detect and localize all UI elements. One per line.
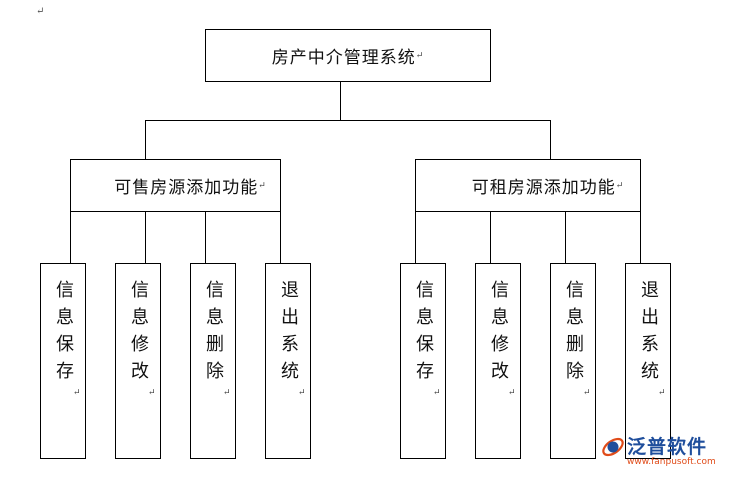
paragraph-mark: ↵ [583, 388, 591, 398]
leaf-node-sale-delete: 信息删除 [190, 263, 236, 459]
leaf-node-rent-edit: 信息修改 [475, 263, 521, 459]
connector-right-child-2 [490, 211, 491, 264]
leaf-node-label: 信息保存 [413, 280, 434, 388]
connector-left-child-1 [70, 211, 71, 264]
leaf-node-rent-save: 信息保存 [400, 263, 446, 459]
leaf-node-label: 信息删除 [563, 280, 584, 388]
leaf-node-label: 信息修改 [128, 280, 149, 388]
paragraph-mark: ↵ [658, 388, 666, 398]
leaf-node-label: 信息修改 [488, 280, 509, 388]
leaf-node-label: 退出系统 [278, 280, 299, 388]
leaf-node-sale-edit: 信息修改 [115, 263, 161, 459]
paragraph-mark: ↵ [415, 50, 425, 61]
leaf-node-label: 信息删除 [203, 280, 224, 388]
root-node: 房产中介管理系统↵ [205, 29, 491, 82]
leaf-node-label: 退出系统 [638, 280, 659, 388]
watermark-name: 泛普软件 [627, 436, 708, 458]
connector-right-branch [550, 120, 551, 160]
watermark-logo: 泛普软件 www.fanpusoft.com [600, 432, 726, 472]
connector-right-child-1 [415, 211, 416, 264]
paragraph-mark: ↵ [73, 388, 81, 398]
leaf-node-sale-save: 信息保存 [40, 263, 86, 459]
connector-right-child-4 [640, 211, 641, 264]
fanpu-logo-icon [602, 437, 624, 457]
branch-node-rent: 可租房源添加功能↵ [415, 159, 641, 212]
leaf-node-rent-delete: 信息删除 [550, 263, 596, 459]
branch-node-label: 可售房源添加功能 [114, 178, 259, 198]
paragraph-mark: ↵ [615, 180, 625, 191]
paragraph-mark: ↵ [508, 388, 516, 398]
branch-node-sale: 可售房源添加功能↵ [70, 159, 281, 212]
connector-root-down [340, 81, 341, 120]
leaf-node-rent-exit: 退出系统 [625, 263, 671, 459]
paragraph-mark: ↵ [223, 388, 231, 398]
root-node-label: 房产中介管理系统 [271, 48, 416, 68]
paragraph-mark: ↵ [148, 388, 156, 398]
connector-right-child-3 [565, 211, 566, 264]
connector-left-branch [145, 120, 146, 160]
branch-node-label: 可租房源添加功能 [471, 178, 616, 198]
paragraph-mark: ↵ [298, 388, 306, 398]
connector-left-child-2 [145, 211, 146, 264]
paragraph-mark: ↵ [36, 6, 45, 17]
leaf-node-label: 信息保存 [53, 280, 74, 388]
paragraph-mark: ↵ [258, 180, 267, 191]
connector-left-child-4 [280, 211, 281, 264]
paragraph-mark: ↵ [433, 388, 441, 398]
connector-horizontal-top [145, 120, 551, 121]
watermark-url: www.fanpusoft.com [627, 457, 716, 467]
leaf-node-sale-exit: 退出系统 [265, 263, 311, 459]
connector-left-child-3 [205, 211, 206, 264]
